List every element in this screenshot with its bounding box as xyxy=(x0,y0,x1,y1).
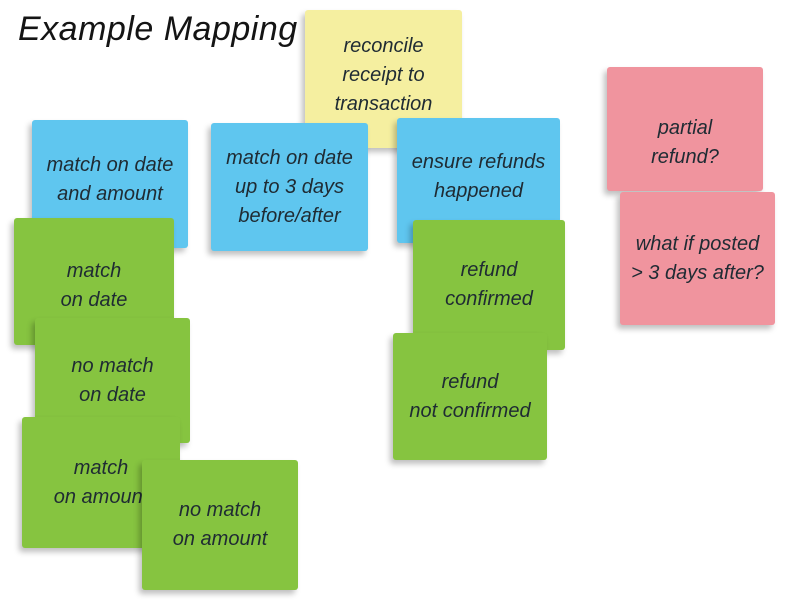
note-no-match-on-amount: no match on amount xyxy=(142,460,298,590)
note-text: refund not confirmed xyxy=(409,370,531,422)
page-title: Example Mapping xyxy=(18,10,298,48)
note-text: what if posted > 3 days after? xyxy=(631,232,764,284)
note-partial-refund: partial refund? xyxy=(607,67,763,191)
note-text: partial refund? xyxy=(651,117,719,168)
note-text: reconcile receipt to transaction xyxy=(334,34,433,115)
note-text: no match on date xyxy=(71,354,154,406)
note-refund-confirmed: refund confirmed xyxy=(413,220,565,350)
note-text: match on date up to 3 days before/after xyxy=(226,146,353,227)
note-refund-not-confirmed: refund not confirmed xyxy=(393,333,547,460)
note-text: ensure refunds happened xyxy=(411,150,546,202)
note-text: refund confirmed xyxy=(445,259,533,310)
note-text: match on date xyxy=(60,259,128,311)
note-text: no match on amount xyxy=(172,499,268,550)
note-match-3-days: match on date up to 3 days before/after xyxy=(211,123,368,251)
note-text: match on date and amount xyxy=(46,154,174,205)
note-text: match on amount xyxy=(53,456,149,508)
note-posted-3-days-after: what if posted > 3 days after? xyxy=(620,192,775,325)
